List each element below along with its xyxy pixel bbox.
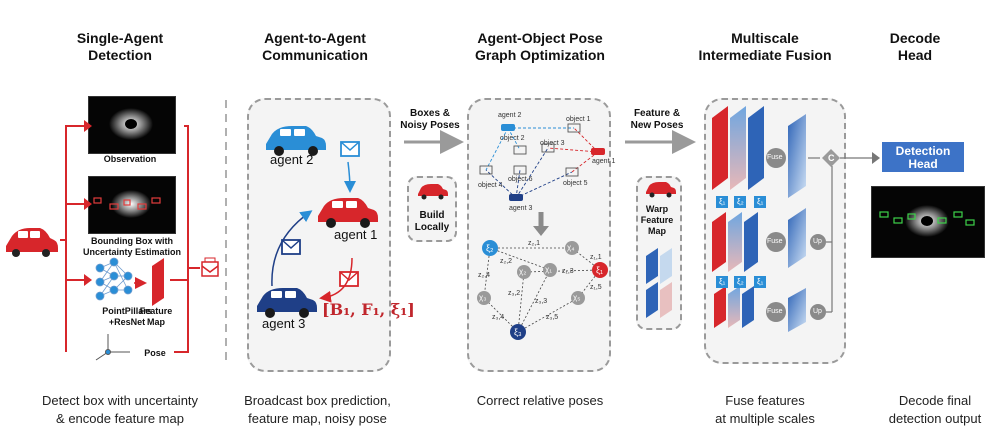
message-icon-agent3 <box>281 239 301 255</box>
stage-title-detection: Single-Agent Detection <box>76 30 164 63</box>
edge-z24: z₂,4 <box>478 272 491 279</box>
caption-detection: Detect box with uncertainty & encode fea… <box>41 393 199 426</box>
node-xi3: ξ₃ <box>514 327 522 337</box>
fusion-network <box>712 106 806 332</box>
warp-box <box>636 176 682 330</box>
pg-object2-label: object 2 <box>500 135 525 142</box>
pose-graph-box <box>467 98 611 372</box>
edge-z22: z₂,2 <box>500 258 513 265</box>
node-chi4: χ₄ <box>567 243 575 252</box>
warp-label: Warp Feature Map <box>640 204 674 236</box>
agent2-car-icon <box>266 126 326 156</box>
detection-bracket <box>60 125 200 353</box>
edge-z11: z₁,1 <box>590 254 602 261</box>
node-xi1: ξ₁ <box>596 265 604 275</box>
build-locally-label: Build Locally <box>414 210 450 233</box>
edge-z35: z₃,5 <box>546 314 559 321</box>
xi-tag-1: ξ₁ <box>719 197 726 206</box>
caption-fusion: Fuse features at multiple scales <box>715 393 815 426</box>
agent2-label: agent 2 <box>270 152 314 167</box>
agent3-car-icon <box>257 288 317 318</box>
envelope-icon <box>201 257 219 277</box>
detection-output-boxes <box>879 211 975 226</box>
edge-z34: z₃,4 <box>492 314 505 321</box>
concat-node <box>822 149 840 167</box>
pose-axes-icon <box>95 334 130 361</box>
stage-title-head: Decode Head <box>889 30 941 63</box>
build-locally-car-icon <box>418 184 448 200</box>
boxes-arrow-label: Boxes & Noisy Poses <box>400 108 460 131</box>
xi-tag-2: ξ₂ <box>737 197 744 206</box>
agent3-label: agent 3 <box>262 316 306 331</box>
xi-tag-4: ξ₁ <box>719 277 726 286</box>
stage-title-pose-graph: Agent-Object Pose Graph Optimization <box>475 30 605 63</box>
feature-map-label: Feature Map <box>139 306 173 327</box>
message-icon-agent2 <box>340 141 360 157</box>
warp-car-icon <box>646 182 676 198</box>
caption-communication: Broadcast box prediction, feature map, n… <box>244 393 391 426</box>
caption-head: Decode final detection output <box>888 393 982 426</box>
xi-tag-3: ξ₁ <box>757 197 764 206</box>
fuse-label-2: Fuse <box>767 238 783 245</box>
pg-object5-label: object 5 <box>563 180 588 187</box>
node-chi3: χ₃ <box>479 293 487 302</box>
agent1-label: agent 1 <box>334 227 378 242</box>
edge-z13: z₁,3 <box>562 268 574 275</box>
pg-agent3-label: agent 3 <box>509 205 533 212</box>
edge-z33: z₃,3 <box>535 298 548 305</box>
bbox-label: Bounding Box with Uncertainty Estimation <box>82 236 182 257</box>
up-label-1: Up <box>813 238 822 245</box>
observation-label: Observation <box>103 154 157 164</box>
pg-agent1-label: agent 1 <box>592 158 616 165</box>
node-chi5: χ₅ <box>573 293 581 302</box>
edge-z32: z₃,2 <box>508 290 521 297</box>
fuse-label-1: Fuse <box>767 154 783 161</box>
detection-head-box: Detection Head <box>882 142 964 172</box>
up-label-2: Up <box>813 308 822 315</box>
feature-map-icon <box>152 258 164 306</box>
pg-object3-label: object 3 <box>540 140 565 147</box>
stage-title-fusion: Multiscale Intermediate Fusion <box>698 30 832 63</box>
encoder-label: PointPillars +ResNet <box>102 306 152 327</box>
bbox-lidar <box>111 190 151 218</box>
node-xi2: ξ₂ <box>486 243 494 253</box>
ego-car-icon <box>6 228 58 257</box>
bbox-boxes <box>93 197 161 210</box>
concat-label: C <box>828 153 835 163</box>
fuse-label-3: Fuse <box>767 308 783 315</box>
agent1-car-icon <box>318 198 378 228</box>
pose-tags <box>716 196 766 288</box>
node-chi1: χ₁ <box>545 265 552 274</box>
neural-network-icon <box>95 257 133 301</box>
edge-z15: z₁,5 <box>590 284 602 291</box>
pg-object6-label: object 6 <box>508 176 533 183</box>
pg-object1-label: object 1 <box>566 116 591 123</box>
pose-graph-scene <box>479 123 599 199</box>
node-chi2: χ₂ <box>519 267 527 276</box>
xi-tag-6: ξ₁ <box>757 277 764 286</box>
edge-z21: z₂,1 <box>528 240 541 247</box>
warp-feature-maps <box>646 248 672 318</box>
stage-title-communication: Agent-to-Agent Communication <box>262 30 368 63</box>
fusion-connectors <box>808 157 876 313</box>
caption-pose-graph: Correct relative poses <box>476 393 604 408</box>
factor-graph-nodes <box>477 240 608 340</box>
broadcast-message: [B₁, F₁, ξ₁] <box>322 300 415 319</box>
feature-arrow-label: Feature & New Poses <box>630 108 684 131</box>
pg-object4-label: object 4 <box>478 182 503 189</box>
pg-agent2-label: agent 2 <box>498 112 522 119</box>
pose-label: Pose <box>144 348 166 358</box>
xi-tag-5: ξ₂ <box>737 277 744 286</box>
fusion-ops <box>766 148 826 322</box>
